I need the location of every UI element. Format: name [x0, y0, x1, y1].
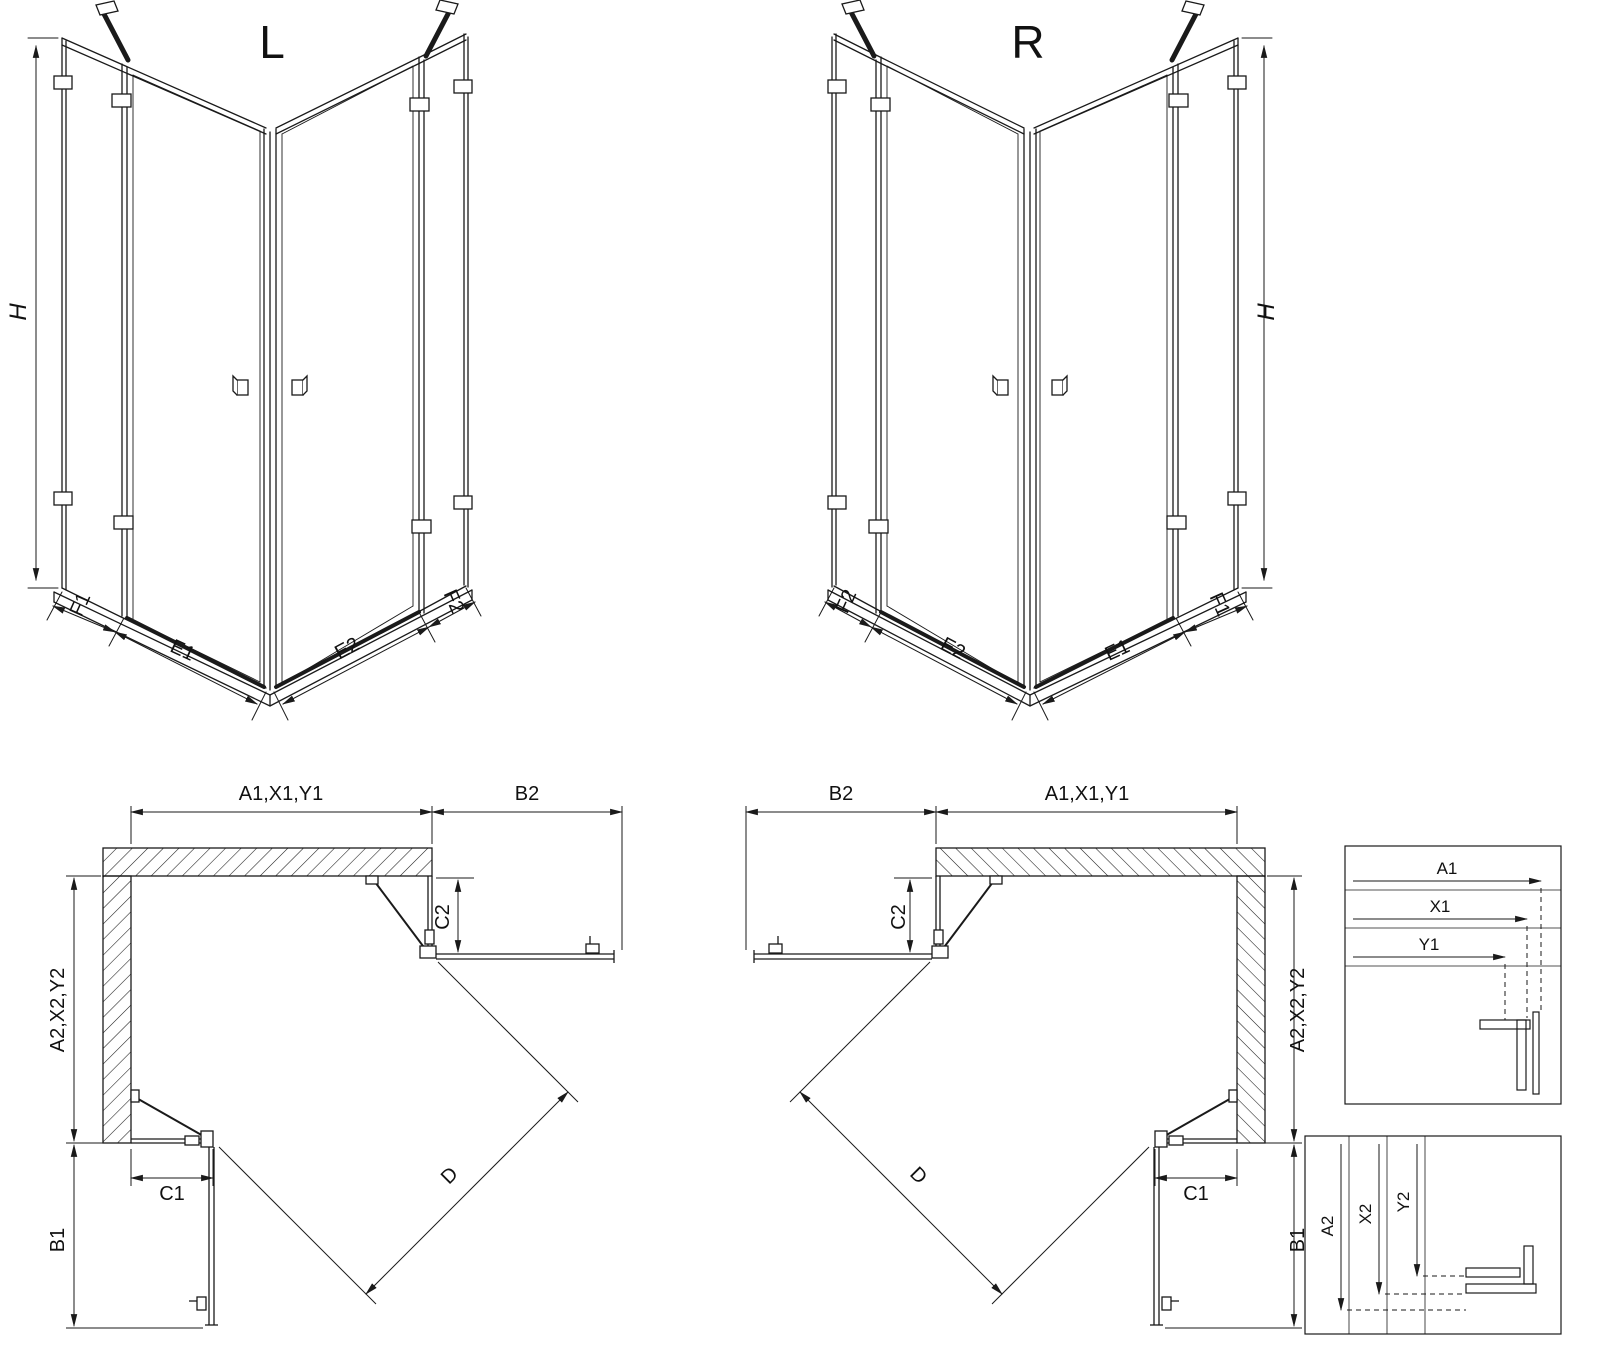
l-plan-c2-label: C2: [432, 904, 454, 930]
l-f1-label: F1: [66, 589, 96, 619]
l-plan-c1-label: C1: [159, 1183, 185, 1205]
r-height-label: H: [1253, 303, 1280, 321]
detail-y2-label: Y2: [1394, 1192, 1413, 1213]
detail-y1-label: Y1: [1419, 935, 1440, 954]
r-plan-b2-label: B2: [829, 783, 853, 805]
r-plan-a2x2y2-label: A2,X2,Y2: [1287, 968, 1309, 1053]
r-plan-a1x1y1-label: A1,X1,Y1: [1045, 783, 1130, 805]
l-height-label: H: [5, 303, 32, 321]
r-view-title: R: [1011, 16, 1044, 68]
l-plan-d-label: D: [437, 1163, 463, 1189]
r-f1-label: F1: [1205, 589, 1235, 619]
detail-a1-label: A1: [1437, 859, 1458, 878]
l-view-title: L: [259, 16, 285, 68]
l-plan-b1-label: B1: [47, 1228, 69, 1252]
r-3d-view: [819, 0, 1272, 720]
detail-x2-label: X2: [1356, 1204, 1375, 1225]
depth-detail-box: [1304, 1135, 1562, 1335]
l-plan-b2-label: B2: [515, 783, 539, 805]
r-plan-b1-label: B1: [1287, 1228, 1309, 1252]
detail-a2-label: A2: [1318, 1216, 1337, 1237]
r-plan-c1-label: C1: [1183, 1183, 1209, 1205]
r-f2-label: F2: [832, 586, 862, 616]
r-plan-d-label: D: [905, 1163, 931, 1189]
detail-x1-label: X1: [1430, 897, 1451, 916]
r-plan-c2-label: C2: [888, 904, 910, 930]
l-plan-a1x1y1-label: A1,X1,Y1: [239, 783, 324, 805]
l-f2-label: F2: [439, 586, 469, 616]
width-detail-box: [1344, 845, 1562, 1105]
l-plan-a2x2y2-label: A2,X2,Y2: [47, 968, 69, 1053]
r-plan-view: [746, 806, 1302, 1328]
l-plan-view: [66, 806, 622, 1328]
l-3d-view: [28, 0, 481, 720]
